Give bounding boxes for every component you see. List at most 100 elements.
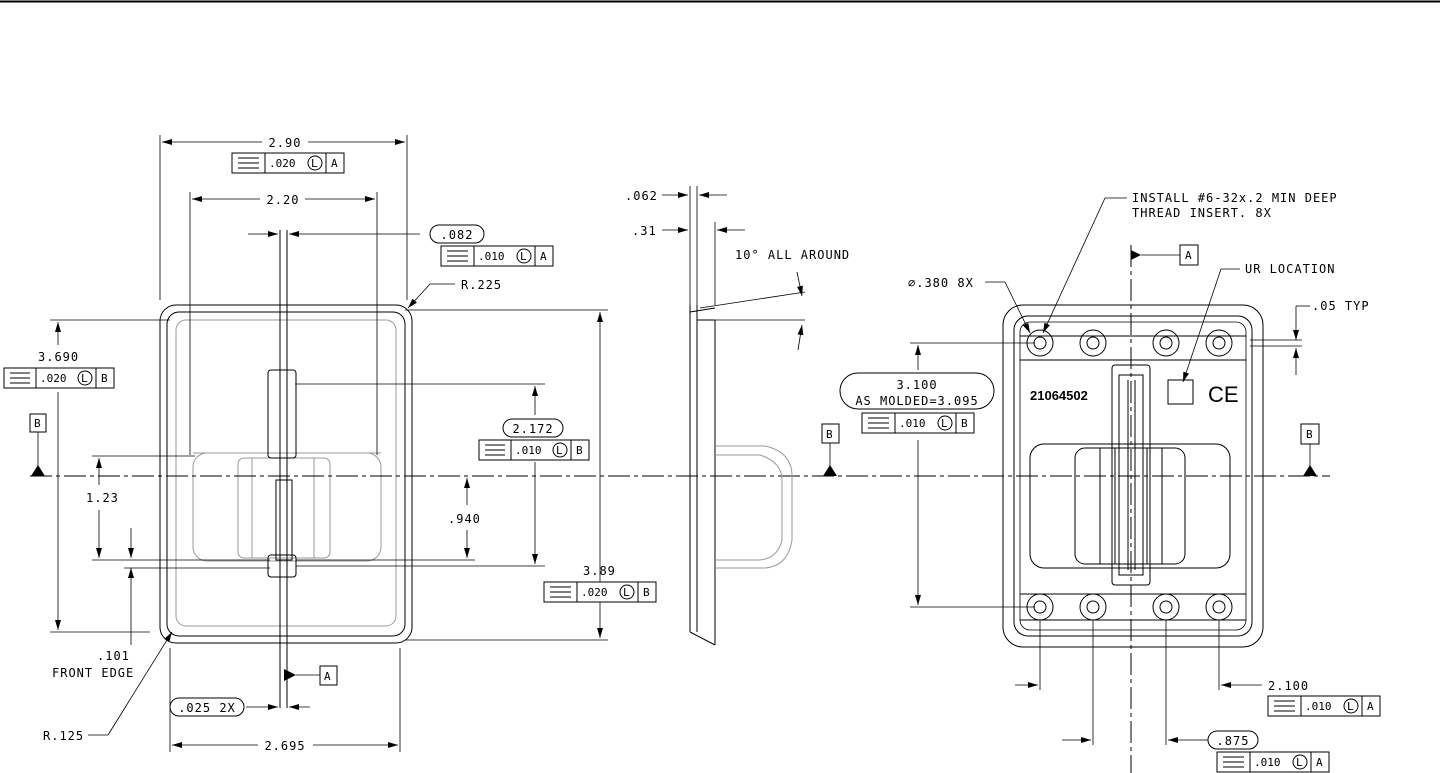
- dim-940: .940: [448, 512, 481, 526]
- svg-text:A: A: [540, 250, 547, 263]
- dim-3-100: 3.100: [896, 378, 937, 392]
- boss-hole: [1152, 593, 1180, 621]
- side-handle-profile: [715, 445, 793, 569]
- note-insert-line1: INSTALL #6-32x.2 MIN DEEP: [1132, 191, 1338, 205]
- svg-text:.020: .020: [581, 586, 608, 599]
- svg-text:.010: .010: [478, 250, 505, 263]
- boss-hole: [1205, 329, 1233, 357]
- dim-front-edge-label: FRONT EDGE: [52, 666, 134, 680]
- datum-b-right: B: [1306, 428, 1313, 441]
- dim-height: 3.690: [38, 350, 79, 364]
- dim-as-molded: AS MOLDED=3.095: [855, 394, 978, 408]
- front-outer-frame-inner: [166, 311, 406, 637]
- svg-text:.010: .010: [515, 444, 542, 457]
- rear-view: 21064502 CE INSTALL #6-32x.2 MIN DEEP TH…: [839, 191, 1381, 773]
- datum-triangle-icon: [1131, 250, 1141, 260]
- lmc-icon: [307, 155, 323, 171]
- svg-text:L: L: [556, 444, 563, 457]
- datum-triangle-icon: [31, 465, 45, 476]
- svg-text:L: L: [311, 157, 318, 170]
- front-view: 2.90 .020 L A 2.20 .082: [3, 135, 1330, 753]
- dim-1-23: 1.23: [86, 491, 119, 505]
- svg-text:L: L: [623, 586, 630, 599]
- boss-hole: [1079, 329, 1107, 357]
- dim-2-172: 2.172: [512, 422, 553, 436]
- rear-handle-cavity: [1029, 443, 1231, 569]
- svg-text:.010: .010: [899, 417, 926, 430]
- fcf-height: .020 L B: [3, 367, 115, 389]
- part-number: 21064502: [1030, 388, 1088, 403]
- rear-outer-frame: [1002, 304, 1264, 648]
- datum-triangle-icon: [284, 669, 296, 681]
- svg-text:L: L: [1347, 700, 1354, 713]
- dim-slot: .082: [441, 228, 474, 242]
- symmetry-icon: [485, 444, 505, 456]
- svg-text:.010: .010: [1305, 700, 1332, 713]
- dim-875: .875: [1217, 734, 1250, 748]
- ur-location-box: [1167, 379, 1194, 405]
- front-outer-frame: [159, 304, 413, 644]
- dim-2-100: 2.100: [1268, 679, 1309, 693]
- symmetry-icon: [447, 250, 468, 262]
- fcf-3-100: .010 L B: [861, 412, 975, 434]
- boss-hole: [1152, 329, 1180, 357]
- dim-inner-radius: R.125: [43, 729, 84, 743]
- note-insert-line2: THREAD INSERT. 8X: [1132, 206, 1272, 220]
- svg-text:B: B: [576, 444, 583, 457]
- lmc-icon: [619, 584, 635, 600]
- svg-text:B: B: [961, 417, 968, 430]
- dim-025: .025 2X: [178, 701, 236, 715]
- lmc-icon: [1343, 698, 1359, 714]
- datum-triangle-icon: [823, 465, 837, 476]
- fcf-3-89: .020 L B: [543, 581, 657, 603]
- svg-text:A: A: [331, 157, 338, 170]
- datum-a-rear: A: [1185, 249, 1192, 262]
- lmc-icon: [1292, 754, 1308, 770]
- lmc-icon: [552, 442, 568, 458]
- dim-bottom-width: 2.695: [264, 739, 305, 753]
- dim-31: .31: [632, 224, 657, 238]
- dim-hole: ∅.380 8X: [908, 276, 974, 290]
- note-ur-location: UR LOCATION: [1245, 262, 1335, 276]
- svg-text:B: B: [101, 372, 108, 385]
- symmetry-icon: [238, 157, 259, 169]
- lmc-icon: [516, 248, 532, 264]
- side-view: .062 .31 10° ALL AROUND B: [625, 186, 850, 646]
- lmc-icon: [937, 415, 953, 431]
- dim-062: .062: [625, 189, 658, 203]
- svg-text:A: A: [1316, 756, 1323, 769]
- svg-text:L: L: [1296, 756, 1303, 769]
- lmc-icon: [77, 370, 93, 386]
- svg-text:B: B: [643, 586, 650, 599]
- dim-front-edge-value: .101: [97, 649, 130, 663]
- svg-text:L: L: [520, 250, 527, 263]
- boss-hole: [1079, 593, 1107, 621]
- ce-mark: CE: [1208, 382, 1239, 407]
- dim-05: .05 TYP: [1312, 299, 1370, 313]
- rear-inner-frame: [1013, 315, 1253, 637]
- svg-text:.010: .010: [1254, 756, 1281, 769]
- symmetry-icon: [868, 417, 889, 429]
- fcf-875: .010 L A: [1216, 751, 1330, 773]
- note-draft-angle: 10° ALL AROUND: [735, 248, 850, 262]
- fcf-2-100: .010 L A: [1267, 695, 1381, 717]
- symmetry-icon: [1274, 700, 1295, 712]
- datum-a-front: A: [324, 670, 331, 683]
- dim-width-outer: 2.90: [269, 136, 302, 150]
- fcf-width-outer: .020 L A: [231, 152, 345, 174]
- svg-text:L: L: [81, 372, 88, 385]
- fcf-slot: .010 L A: [440, 245, 554, 267]
- front-slot-upper: [267, 369, 297, 459]
- svg-text:.020: .020: [269, 157, 296, 170]
- svg-text:A: A: [1367, 700, 1374, 713]
- boss-hole: [1205, 593, 1233, 621]
- datum-b-left: B: [34, 417, 41, 430]
- front-inner-frame: [175, 319, 397, 627]
- symmetry-icon: [550, 586, 571, 598]
- symmetry-icon: [1223, 756, 1244, 768]
- svg-text:L: L: [941, 417, 948, 430]
- dim-3-89: 3.89: [583, 564, 616, 578]
- dim-corner-radius: R.225: [461, 278, 502, 292]
- fcf-2-172: .010 L B: [478, 439, 590, 461]
